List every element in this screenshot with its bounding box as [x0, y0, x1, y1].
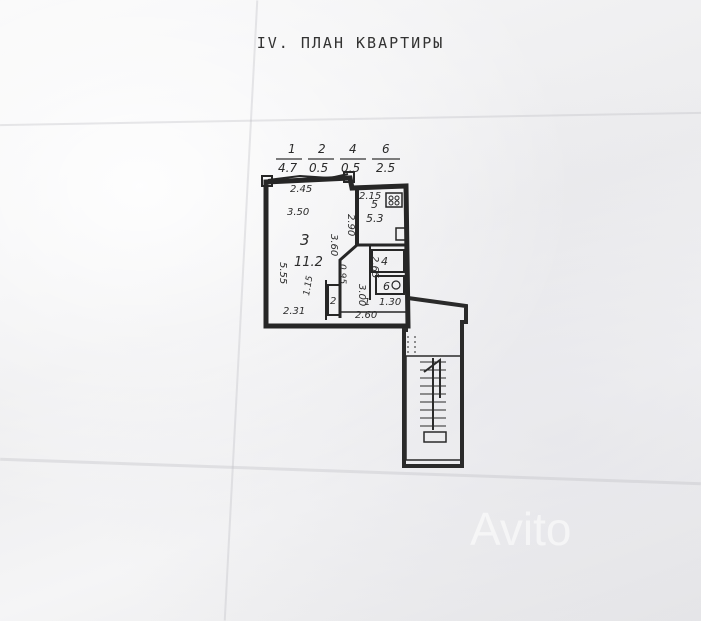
window-top	[267, 173, 349, 181]
corner-column	[261, 175, 273, 187]
landing	[423, 431, 447, 443]
header-area-6: 2.5	[376, 161, 395, 175]
stair-arrow	[423, 358, 441, 398]
room-4-number: 4	[381, 255, 388, 268]
stove-burner	[388, 195, 394, 201]
outer-wall	[263, 175, 411, 329]
bath-box	[371, 249, 405, 273]
dim-small-width: 1.30	[379, 297, 401, 308]
sink	[395, 227, 407, 241]
header-number-6: 6	[382, 142, 390, 156]
stove-burner	[388, 200, 394, 206]
dim-kitchen-width: 2.15	[359, 191, 381, 202]
header-number-2: 2	[318, 142, 326, 156]
dim-hall-height: 3.00	[356, 284, 367, 306]
stairwell	[402, 296, 468, 468]
toilet-bowl	[391, 280, 401, 290]
room-2-number: 2	[330, 296, 336, 307]
header-number-1: 1	[288, 142, 296, 156]
dim-toilet-label: 1.15	[302, 275, 315, 297]
room-6-number: 6	[383, 280, 390, 293]
stove-burner	[394, 200, 400, 206]
room-3-area: 11.2	[294, 255, 323, 270]
dim-top-width: 2.45	[290, 184, 312, 195]
stair-frame	[405, 355, 463, 461]
room-5-number: 5	[371, 198, 378, 211]
corner-column	[343, 171, 355, 183]
room-3-number: 3	[300, 231, 310, 249]
dim-bottom-width: 2.31	[283, 306, 305, 317]
room-1-number: 1	[364, 297, 370, 308]
apartment-walls	[261, 171, 411, 329]
stove-burner	[394, 195, 400, 201]
header-area-2: 0.5	[309, 161, 328, 175]
dim-column-height: 2.90	[345, 214, 356, 236]
dim-inner-width: 3.50	[287, 207, 309, 218]
header-area-1: 4.7	[278, 161, 297, 175]
dim-small-height: 2.65	[369, 256, 380, 278]
stairwell-wall	[402, 296, 468, 468]
stove	[385, 192, 403, 208]
dim-corridor-width: 0.95	[337, 264, 347, 284]
watermark: Avito	[470, 503, 571, 555]
dim-hall-width: 2.60	[355, 310, 377, 321]
dim-partition-height: 3.60	[328, 234, 339, 256]
room-5-area: 5.3	[366, 212, 384, 225]
dim-left-height: 5.55	[277, 262, 288, 284]
toilet-box	[375, 275, 405, 295]
page-title: IV. ПЛАН КВАРТИРЫ	[256, 34, 445, 52]
header-number-4: 4	[349, 142, 357, 156]
closet-box	[327, 284, 341, 316]
